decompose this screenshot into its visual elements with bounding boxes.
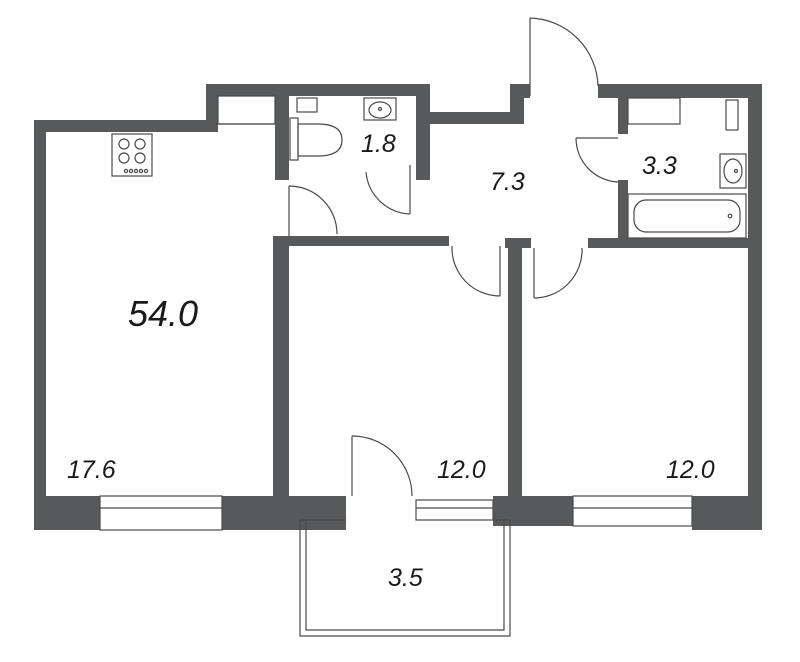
bath-door-arc <box>575 137 619 183</box>
walls <box>34 84 762 530</box>
wall-toilet-top <box>275 84 430 96</box>
bath-shelf-right <box>725 99 739 131</box>
wall-top-right <box>598 84 762 98</box>
balcony-outline <box>299 520 511 637</box>
bathtub <box>627 193 747 239</box>
wall-right <box>748 84 762 530</box>
toilet-cistern <box>289 117 299 161</box>
wall-bath-left-low <box>618 180 628 246</box>
wall-hall-bottom-left <box>289 236 449 246</box>
window-middle <box>415 499 494 521</box>
wall-bottom-right <box>692 496 762 530</box>
room-area-bedroom-middle: 12.0 <box>437 456 486 484</box>
room-area-bedroom-right: 12.0 <box>666 456 715 484</box>
wall-hall-bottom-mid <box>505 238 531 248</box>
toilet-door-arc <box>365 171 411 215</box>
wall-left <box>34 120 46 530</box>
wall-top-mid <box>416 112 520 124</box>
kitchen-door-arc <box>288 185 338 235</box>
wall-niche-top <box>206 84 292 96</box>
room-area-balcony: 3.5 <box>388 564 423 592</box>
bedroom-right-door-arc <box>533 247 583 299</box>
window-right <box>572 495 693 527</box>
room-area-bathroom: 3.3 <box>642 152 677 180</box>
wall-kitchen-right <box>273 236 289 496</box>
room-area-kitchen-living: 17.6 <box>67 456 116 484</box>
wall-entry-left-cap <box>510 84 530 98</box>
wall-bottom-kitchen-2 <box>222 496 346 530</box>
toilet-bowl <box>297 123 343 157</box>
wall-bottom-mid <box>493 496 573 526</box>
window-kitchen <box>99 495 223 531</box>
niche-shelf <box>217 95 276 125</box>
thin-lines <box>99 17 747 637</box>
toilet-box <box>296 97 318 113</box>
wall-bath-left <box>618 84 628 134</box>
toilet-sink <box>363 97 397 121</box>
room-area-hall: 7.3 <box>490 168 525 196</box>
wall-hall-bottom-right <box>588 238 748 248</box>
entrance-door-arc <box>529 17 599 87</box>
balcony-door-arc <box>351 435 413 497</box>
room-area-toilet: 1.8 <box>361 130 396 158</box>
bedroom-middle-door-arc <box>451 245 501 297</box>
wall-middle-right <box>508 244 522 496</box>
bath-shelf-left <box>627 97 681 125</box>
hob <box>111 133 153 177</box>
bath-sink <box>719 153 747 189</box>
wall-toilet-right <box>416 96 430 180</box>
wall-bottom-kitchen <box>34 496 100 530</box>
wall-toilet-left <box>275 84 289 180</box>
wall-kitchen-top <box>34 120 216 132</box>
total-area-label: 54.0 <box>128 293 199 334</box>
